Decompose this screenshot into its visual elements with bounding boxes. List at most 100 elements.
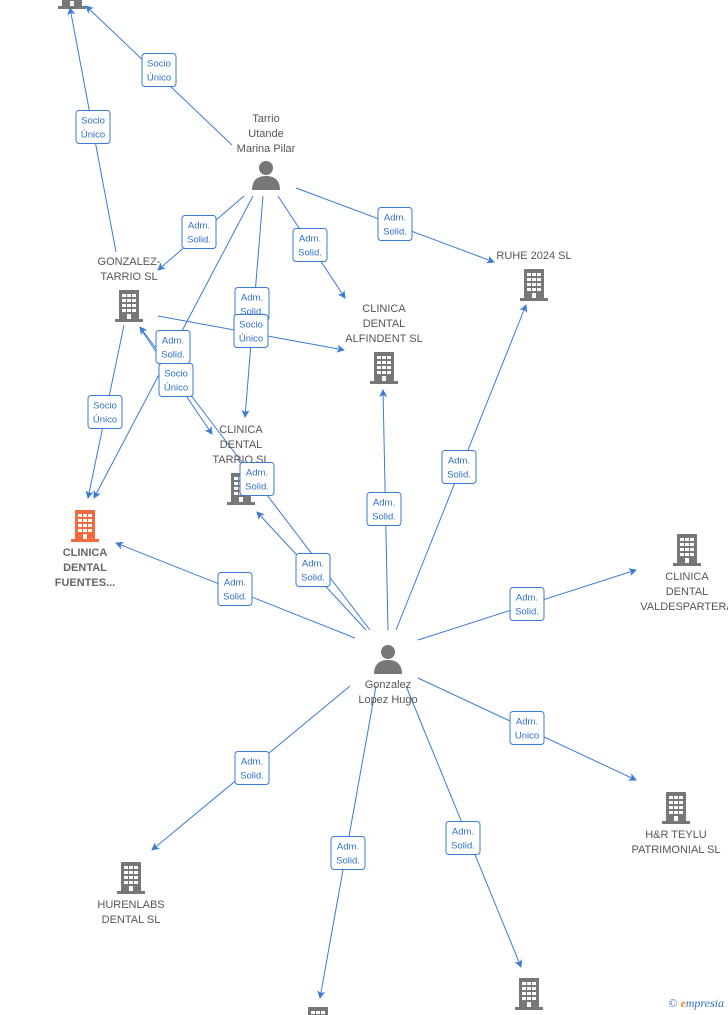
- node-fuentes[interactable]: CLINICADENTALFUENTES...: [55, 510, 116, 589]
- node-label-line: RUHE 2024 SL: [496, 250, 571, 262]
- edge-label-line: Solid.: [447, 470, 471, 481]
- person-icon: [252, 161, 280, 190]
- edge-label-line: Socio: [164, 369, 188, 380]
- node-label-line: VALDESPARTERA: [640, 601, 728, 613]
- edge-label-line: Adm.: [516, 593, 538, 604]
- edge-label-line: Único: [164, 383, 188, 394]
- edge-label-tarrio-to-ruhe[interactable]: Adm. Solid.: [377, 207, 413, 241]
- edge-label-gonzalez-to-hurenlabs[interactable]: Adm.Solid.: [234, 751, 270, 785]
- edge-label-line: Único: [81, 130, 105, 141]
- edge-label-gonzalez-to-ruhe[interactable]: Adm. Solid.: [441, 450, 477, 484]
- edge-label-box: [366, 492, 402, 526]
- node-ruhe[interactable]: RUHE 2024 SL: [496, 250, 572, 301]
- edge-label-gonzalez-to-hr_teylu[interactable]: Adm. Unico: [509, 711, 545, 745]
- edge-label-box: [509, 711, 545, 745]
- node-bottom_right[interactable]: [515, 978, 543, 1010]
- edge-label-line: Solid.: [336, 856, 360, 867]
- edge-label-line: Adm.: [384, 213, 406, 224]
- edge-label-line: Adm.: [246, 468, 268, 479]
- node-label-line: H&R TEYLU: [645, 829, 707, 841]
- building-icon: [515, 978, 543, 1010]
- node-label-line: Gonzalez: [365, 679, 411, 691]
- edge-label-line: Adm.: [162, 336, 184, 347]
- edge-label-tarrio-to-fuentes[interactable]: Adm. Solid.: [155, 330, 191, 364]
- node-label-line: DENTAL: [220, 439, 263, 451]
- edge-labels-layer: SocioÚnicoSocioÚnicoAdm.Solid.Adm.Solid.…: [75, 53, 545, 870]
- edge-label-line: Solid.: [240, 307, 264, 318]
- node-alfindent[interactable]: CLINICA DENTAL ALFINDENT SL: [345, 303, 423, 384]
- edge-label-line: Solid.: [515, 607, 539, 618]
- edge-label-box: [292, 228, 328, 262]
- edge-label-gonzalez-to-bottom_right[interactable]: Adm.Solid.: [445, 821, 481, 855]
- edge-label-line: Adm.: [516, 717, 538, 728]
- edge-label-line: Único: [239, 334, 263, 345]
- edge-label-gonzalez-to-valdespartera[interactable]: Adm. Solid.: [509, 587, 545, 621]
- node-label-line: CLINICA: [63, 547, 108, 559]
- edge-label-line: Solid.: [245, 482, 269, 493]
- edge-label-gonzalez-to-tarrio_sl[interactable]: Adm. Solid.: [239, 462, 275, 496]
- building-icon: [71, 510, 99, 542]
- edge-label-gonzalez-to-alfindent[interactable]: Adm.Solid.: [366, 492, 402, 526]
- edge-label-tarrio-to-alfindent[interactable]: Adm.Solid.: [292, 228, 328, 262]
- node-label-line: HURENLABS: [97, 899, 164, 911]
- edge-label-line: Solid.: [161, 350, 185, 361]
- edge-label-line: Solid.: [240, 771, 264, 782]
- node-label-line: DENTAL: [63, 562, 107, 574]
- building-icon: [304, 1007, 332, 1015]
- edge-label-line: Unico: [515, 731, 539, 742]
- node-label-line: DENTAL: [363, 318, 406, 330]
- building-icon: [117, 862, 145, 894]
- edge-label-gonzalez-to-bottom_mid[interactable]: Adm.Solid.: [330, 836, 366, 870]
- node-label-line: Tarrio: [252, 113, 280, 125]
- building-icon: [115, 290, 143, 322]
- edge-label-box: [141, 53, 177, 87]
- edge-label-line: Socio: [239, 320, 263, 331]
- edge-label-line: Solid.: [383, 227, 407, 238]
- edge-label-box: [233, 314, 269, 348]
- node-label-line: ALFINDENT SL: [345, 333, 422, 345]
- edge-label-tarrio-to-tarrio_sl[interactable]: Adm.Solid.: [234, 287, 270, 321]
- brand-watermark: ©empresia: [668, 996, 724, 1011]
- edge-label-gonzalez-to-gonzalez_tarrio[interactable]: Adm.Solid.: [295, 553, 331, 587]
- edge-label-line: Único: [147, 73, 171, 84]
- copyright-icon: ©: [668, 996, 678, 1010]
- edge-label-line: Adm.: [302, 559, 324, 570]
- node-bottom_mid[interactable]: [304, 1007, 332, 1015]
- building-icon: [673, 534, 701, 566]
- node-n_top_cut[interactable]: [58, 0, 86, 9]
- edge-label-line: Socio: [93, 401, 117, 412]
- node-label-line: TARRIO SL: [100, 271, 157, 283]
- building-icon: [520, 269, 548, 301]
- edge-label-line: Adm.: [299, 234, 321, 245]
- brand-name: mpresia: [685, 996, 724, 1010]
- node-gonzalez_tarrio[interactable]: GONZALEZ-TARRIO SL: [98, 256, 161, 322]
- edge-label-box: [441, 450, 477, 484]
- edge-label-box: [158, 363, 194, 397]
- edge-label-gonzalez-to-fuentes[interactable]: Adm.Solid.: [217, 572, 253, 606]
- node-label-line: CLINICA: [362, 303, 406, 315]
- edge-label-line: Solid.: [187, 235, 211, 246]
- edge-label-line: Socio: [81, 116, 105, 127]
- edge-label-box: [509, 587, 545, 621]
- edge-label-box: [445, 821, 481, 855]
- edge-label-box: [295, 553, 331, 587]
- node-label-line: Lopez Hugo: [358, 694, 417, 706]
- edge-label-tarrio-to-gonzalez_tarrio[interactable]: Adm.Solid.: [181, 215, 217, 249]
- building-icon: [370, 352, 398, 384]
- edge-label-line: Socio: [147, 59, 171, 70]
- edge-label-line: Solid.: [451, 841, 475, 852]
- edge-label-box: [234, 751, 270, 785]
- edge-label-line: Adm.: [448, 456, 470, 467]
